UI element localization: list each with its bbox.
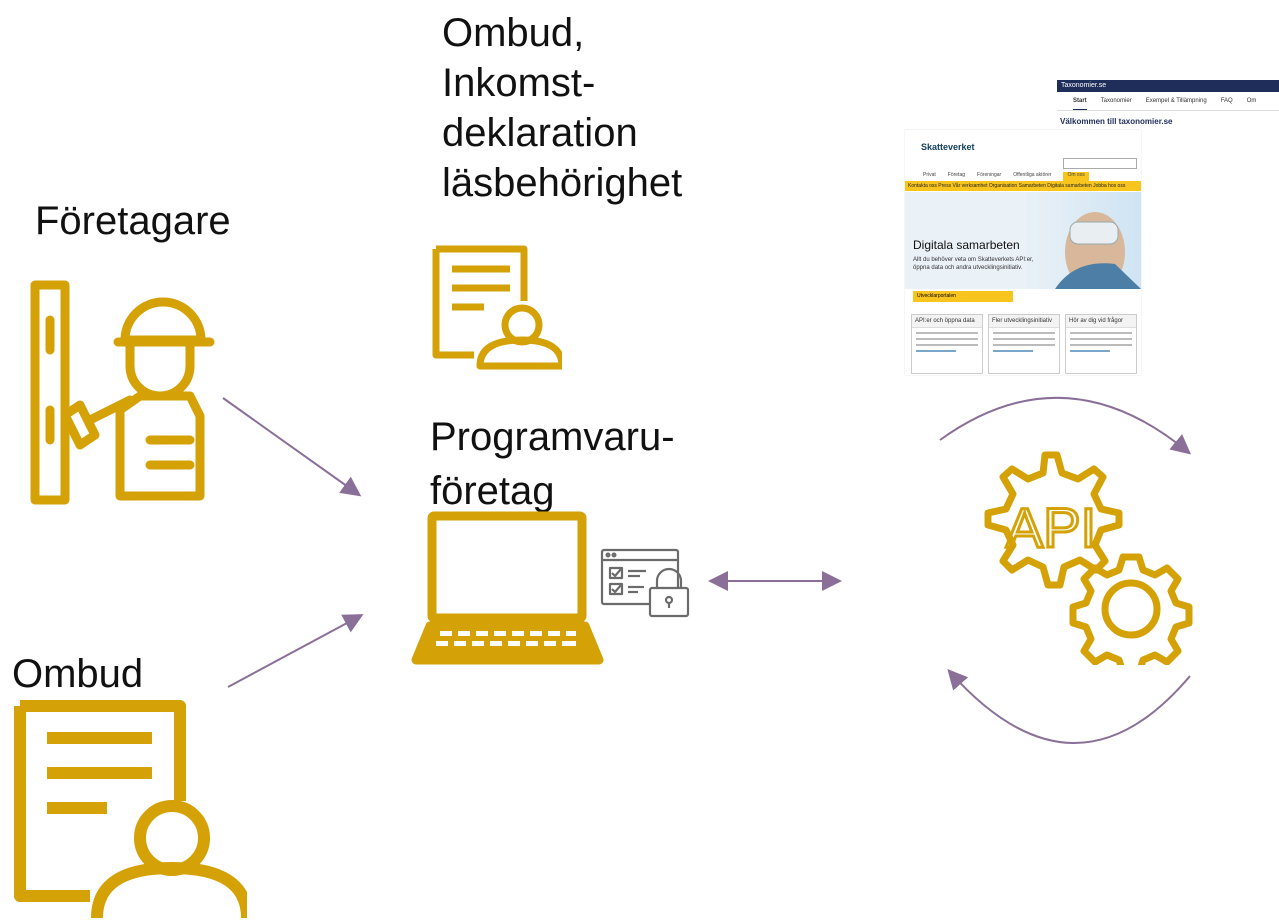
tax-heading: Välkommen till taxonomier.se [1060, 117, 1173, 126]
label-line: Ombud, [442, 11, 585, 55]
arrow-foretagare [222, 397, 362, 497]
sk-tab[interactable]: Privat [923, 172, 936, 178]
sk-tab[interactable]: Offentliga aktörer [1013, 172, 1052, 178]
tax-site-title: Taxonomier.se [1057, 80, 1279, 92]
sk-card[interactable]: Hör av dig vid frågor [1065, 314, 1137, 374]
sk-tab[interactable]: Om oss [1063, 172, 1089, 181]
sk-tabs: Privat Företag Föreningar Offentliga akt… [905, 172, 1141, 181]
api-gear-icon: API [984, 451, 1193, 665]
tax-nav-item[interactable]: FAQ [1220, 98, 1233, 104]
sk-card-title: API:er och öppna data [912, 315, 982, 328]
sk-text-line [916, 338, 978, 340]
sk-text-line [1070, 344, 1132, 346]
cycle-arrow-top [939, 396, 1192, 455]
sk-hero-title: Digitala samarbeten [913, 238, 1020, 252]
sk-link-line [993, 350, 1033, 352]
sk-link-line [1070, 350, 1110, 352]
sk-developer-button[interactable]: Utvecklarportalen [913, 291, 1013, 302]
label-line: läsbehörighet [442, 161, 683, 205]
vr-person-image [1055, 212, 1141, 292]
sk-hero-line: öppna data och andra utvecklingsinitiati… [913, 265, 1023, 272]
label-programvaru: Programvaru- företag [430, 410, 675, 518]
arrow-ombud [227, 614, 364, 688]
api-text: API [1006, 496, 1096, 559]
sk-hero [905, 192, 1141, 292]
worker-icon [30, 280, 215, 505]
sk-text-line [1070, 338, 1132, 340]
sk-text-line [993, 332, 1055, 334]
tax-nav-item[interactable]: Taxonomier [1100, 98, 1132, 104]
label-line: företag [430, 469, 555, 513]
tax-nav-item[interactable]: Om [1246, 98, 1257, 104]
sk-link-line [916, 350, 956, 352]
label-line: deklaration [442, 111, 638, 155]
document-person-icon [14, 700, 247, 919]
label-line: Inkomst- [442, 61, 596, 105]
sk-tab[interactable]: Företag [947, 172, 966, 178]
cycle-arrow-bottom [947, 669, 1191, 744]
sk-text-line [993, 344, 1055, 346]
laptop-icon [411, 511, 604, 665]
sk-text-line [1070, 332, 1132, 334]
sk-tab[interactable]: Föreningar [977, 172, 1002, 178]
sk-card-title: Hör av dig vid frågor [1066, 315, 1136, 328]
tax-nav: Start Taxonomier Exempel & Tillämpning F… [1057, 92, 1279, 111]
sk-hero-text: Allt du behöver veta om Skatteverkets AP… [913, 256, 1033, 273]
sk-card-title: Fler utvecklingsinitiativ [989, 315, 1059, 328]
sk-card[interactable]: Fler utvecklingsinitiativ [988, 314, 1060, 374]
tax-nav-item[interactable]: Start [1073, 98, 1087, 110]
label-foretagare: Företagare [35, 199, 231, 243]
label-ombud-inkomst: Ombud, Inkomst- deklaration läsbehörighe… [442, 8, 682, 208]
sk-text-line [916, 344, 978, 346]
sk-card[interactable]: API:er och öppna data [911, 314, 983, 374]
sk-subnav[interactable]: Kontakta oss Press Vår verksamhet Organi… [905, 181, 1141, 191]
label-ombud: Ombud [12, 652, 144, 696]
skatteverket-logo: Skatteverket [921, 142, 975, 152]
sk-search-input[interactable] [1063, 158, 1137, 169]
tax-nav-item[interactable]: Exempel & Tillämpning [1145, 98, 1207, 104]
document-person-icon-small [432, 245, 562, 370]
secure-form-icon [600, 548, 690, 618]
sk-hero-line: Allt du behöver veta om Skatteverkets AP… [913, 257, 1034, 263]
sk-text-line [916, 332, 978, 334]
label-line: Programvaru- [430, 415, 675, 459]
skatteverket-screenshot: Skatteverket Privat Företag Föreningar O… [905, 130, 1141, 375]
sk-text-line [993, 338, 1055, 340]
